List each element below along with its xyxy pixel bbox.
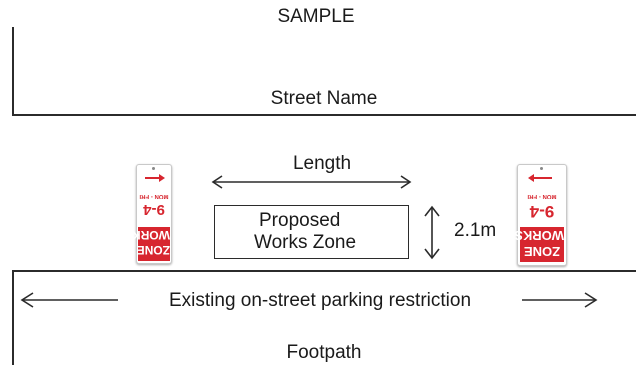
kerb-line	[12, 270, 636, 272]
footpath-label: Footpath	[286, 342, 362, 363]
parking-arrow-right	[522, 292, 598, 308]
sign-days-text: MON - FRI	[527, 193, 557, 199]
page-title: SAMPLE	[277, 6, 355, 27]
sign-red-panel: ZONE WORKS	[514, 227, 564, 262]
road-centerline	[12, 114, 636, 116]
sign-time-block: MON - FRI	[518, 193, 566, 199]
sign-time-text: 9-4	[143, 201, 165, 218]
sign-zone-text: ZONE	[136, 243, 170, 257]
sign-works-text: WORKS	[124, 228, 170, 242]
road-edge-vertical	[12, 27, 14, 116]
sign-hole-top	[540, 167, 543, 170]
sign-time-text: 9-4	[529, 202, 555, 221]
works-zone-label: Proposed Works Zone	[254, 210, 356, 254]
length-arrow	[211, 175, 412, 189]
right-arrow-icon	[145, 174, 165, 182]
parking-arrow-left	[20, 292, 118, 308]
kerb-edge-vertical	[12, 270, 14, 365]
parking-restriction-label: Existing on-street parking restriction	[168, 290, 472, 311]
sign-time-block: MON - FRI	[137, 193, 171, 199]
sign-red-panel: ZONE WORKS	[124, 227, 170, 261]
works-zone-label-line1: Proposed	[259, 210, 341, 231]
works-zone-box	[214, 205, 409, 259]
length-label: Length	[292, 153, 352, 174]
street-name-label: Street Name	[270, 88, 378, 109]
works-zone-label-line2: Works Zone	[254, 232, 357, 253]
height-arrow	[424, 205, 440, 260]
sign-works-text: WORKS	[514, 228, 564, 243]
works-zone-sign-left: MON - FRI 9-4 ZONE WORKS	[124, 164, 172, 264]
works-zone-sign-right: MON - FRI 9-4 ZONE WORKS	[514, 164, 567, 266]
sign-hole-top	[152, 167, 155, 170]
sign-zone-text: ZONE	[523, 244, 561, 259]
sign-days-text: MON - FRI	[139, 193, 169, 199]
left-arrow-icon	[528, 174, 552, 182]
height-label: 2.1m	[454, 220, 497, 241]
